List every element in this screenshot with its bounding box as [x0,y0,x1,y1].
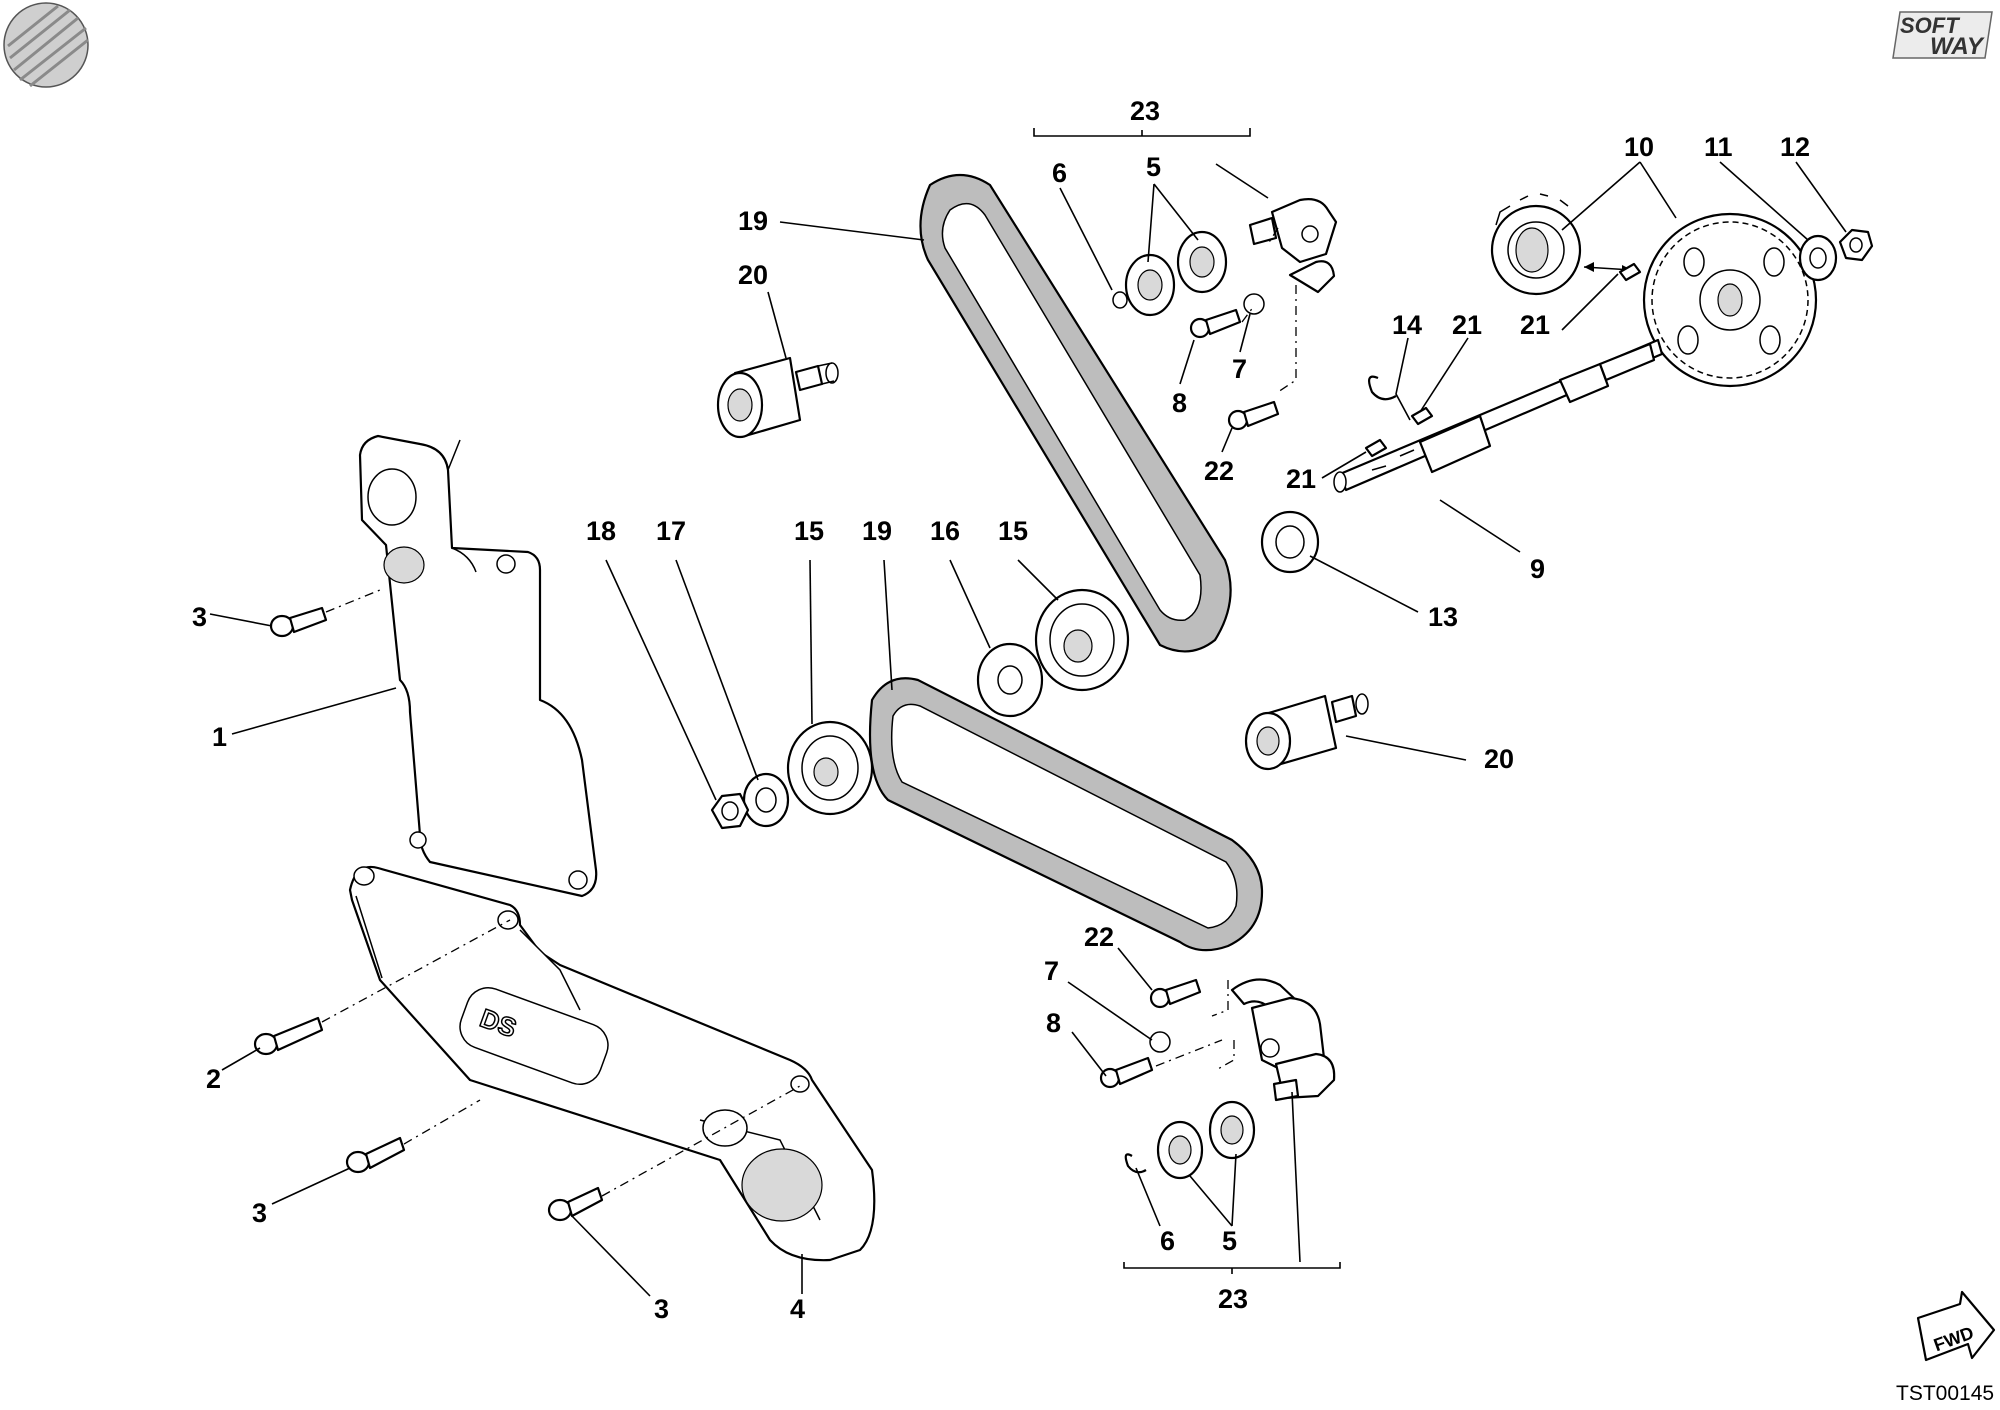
logo-line-1: SOFT [1900,13,1960,38]
bolt-3-a [269,606,328,638]
timing-cover-upper [358,434,598,898]
tensioner-assembly-lower [1099,978,1336,1180]
tensioner-assembly-upper [1112,198,1338,431]
drawing-code: TST00145 [1896,1382,1994,1405]
callout-7-bot: 7 [1044,956,1059,986]
callout-21-b: 21 [1452,310,1482,340]
callout-9: 9 [1530,554,1545,584]
callout-20-mid: 20 [1484,744,1514,774]
callout-6-top: 6 [1052,158,1067,188]
callout-5-top: 5 [1146,152,1161,182]
callout-19-top: 19 [738,206,768,236]
spacer-13 [1260,510,1320,574]
timing-belt-lower [868,677,1264,952]
callout-8-top: 8 [1172,388,1187,418]
washer-11 [1798,234,1838,282]
washer-16 [976,642,1044,718]
callout-17: 17 [656,516,686,546]
callout-21-a: 21 [1520,310,1550,340]
callout-13: 13 [1428,602,1458,632]
callout-3-c: 3 [654,1294,669,1324]
callout-4: 4 [790,1294,805,1324]
callout-14: 14 [1392,310,1422,340]
timing-belt-upper [919,174,1232,653]
corner-disc-icon [3,2,89,88]
callout-23-bot: 23 [1218,1284,1248,1314]
callout-19-mid: 19 [862,516,892,546]
bolt-3-c [547,1186,604,1222]
callout-labels: 23 19 20 6 5 7 8 22 10 11 12 21 14 21 21… [192,96,1810,1324]
callout-22-bot: 22 [1084,922,1114,952]
callout-15-a: 15 [794,516,824,546]
callout-21-c: 21 [1286,464,1316,494]
leader-lines [209,128,1847,1297]
nut-12 [1838,228,1874,262]
forward-arrow-icon: FWD [1916,1290,1996,1362]
callout-1: 1 [212,722,227,752]
timing-cover-lower: DS [348,865,876,1262]
callout-2: 2 [206,1064,221,1094]
keys-21 [1364,262,1642,458]
callout-22-top: 22 [1204,456,1234,486]
circlip-14 [1367,375,1397,401]
idler-roller-20-mid [1244,693,1369,771]
callout-20-top: 20 [738,260,768,290]
bolt-3-b [345,1136,406,1174]
idler-roller-20-top [716,356,839,439]
pulley-15-left [786,720,874,816]
callout-12: 12 [1780,132,1810,162]
bolt-2 [253,1016,324,1056]
callout-3-b: 3 [252,1198,267,1228]
callout-6-bot: 6 [1160,1226,1175,1256]
callout-5-bot: 5 [1222,1226,1237,1256]
washer-17 [742,772,790,828]
callout-16: 16 [930,516,960,546]
callout-11: 11 [1704,132,1733,162]
pulley-15-right [1034,588,1130,692]
callout-18: 18 [586,516,616,546]
camshaft-9 [1333,338,1664,493]
callout-8-bot: 8 [1046,1008,1061,1038]
softway-logo: SOFT WAY [1892,11,1993,60]
callout-15-b: 15 [998,516,1028,546]
logo-line-2: WAY [1930,33,1985,60]
gear-pair-10 [1490,193,1818,388]
callout-7-top: 7 [1232,354,1247,384]
callout-23-top: 23 [1130,96,1160,126]
callout-10: 10 [1624,132,1654,162]
callout-3-a: 3 [192,602,207,632]
nut-18 [710,792,750,830]
